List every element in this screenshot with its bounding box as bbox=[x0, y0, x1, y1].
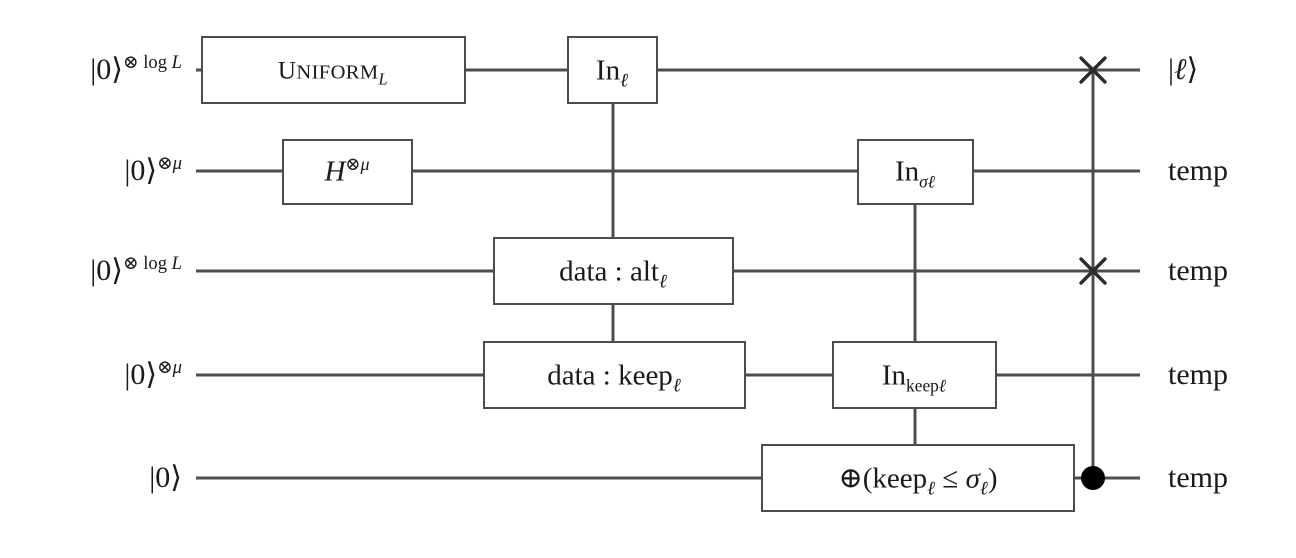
control-links bbox=[611, 103, 917, 445]
output-label-wire-4: temp bbox=[1168, 358, 1228, 391]
gate-boxes bbox=[200, 35, 1076, 513]
gate-label-uniform: UNIFORML bbox=[277, 57, 389, 89]
gate-box-in-sigma[interactable] bbox=[856, 138, 975, 206]
input-label-wire-1: |0⟩⊗ log L bbox=[90, 52, 182, 86]
input-label-wire-5: |0⟩ bbox=[149, 461, 182, 494]
gate-box-in-keep[interactable] bbox=[831, 340, 998, 410]
gate-box-data-keep[interactable] bbox=[482, 340, 747, 410]
swap-marker-wire-1[interactable] bbox=[1079, 56, 1107, 84]
input-label-wire-4: |0⟩⊗μ bbox=[124, 357, 182, 391]
gate-box-compare[interactable] bbox=[760, 443, 1076, 513]
swap-markers bbox=[1079, 56, 1107, 285]
gate-label-in-keep: Inkeepℓ bbox=[881, 359, 947, 396]
input-label-wire-3: |0⟩⊗ log L bbox=[90, 253, 182, 287]
swap-marker-wire-3[interactable] bbox=[1079, 257, 1107, 285]
gate-label-data-alt: data : altℓ bbox=[559, 255, 667, 293]
gate-label-hadamard: H⊗μ bbox=[324, 153, 370, 188]
output-label-wire-3: temp bbox=[1168, 254, 1228, 287]
output-label-wire-2: temp bbox=[1168, 154, 1228, 187]
gate-label-in-ell: Inℓ bbox=[595, 54, 629, 92]
input-label-wire-2: |0⟩⊗μ bbox=[124, 153, 182, 187]
gate-label-compare: ⊕(keepℓ ≤ σℓ) bbox=[838, 462, 998, 500]
gate-box-uniform[interactable] bbox=[200, 35, 467, 105]
gate-box-in-ell[interactable] bbox=[566, 35, 659, 105]
gate-box-hadamard[interactable] bbox=[281, 138, 414, 206]
gate-label-in-sigma: Inσℓ bbox=[895, 155, 935, 192]
output-label-wire-5: temp bbox=[1168, 461, 1228, 494]
control-dot-wire-5[interactable] bbox=[1081, 466, 1105, 490]
output-label-wire-1: |ℓ⟩ bbox=[1168, 53, 1199, 86]
gate-label-data-keep: data : keepℓ bbox=[547, 359, 681, 397]
gate-box-data-alt[interactable] bbox=[492, 236, 735, 306]
